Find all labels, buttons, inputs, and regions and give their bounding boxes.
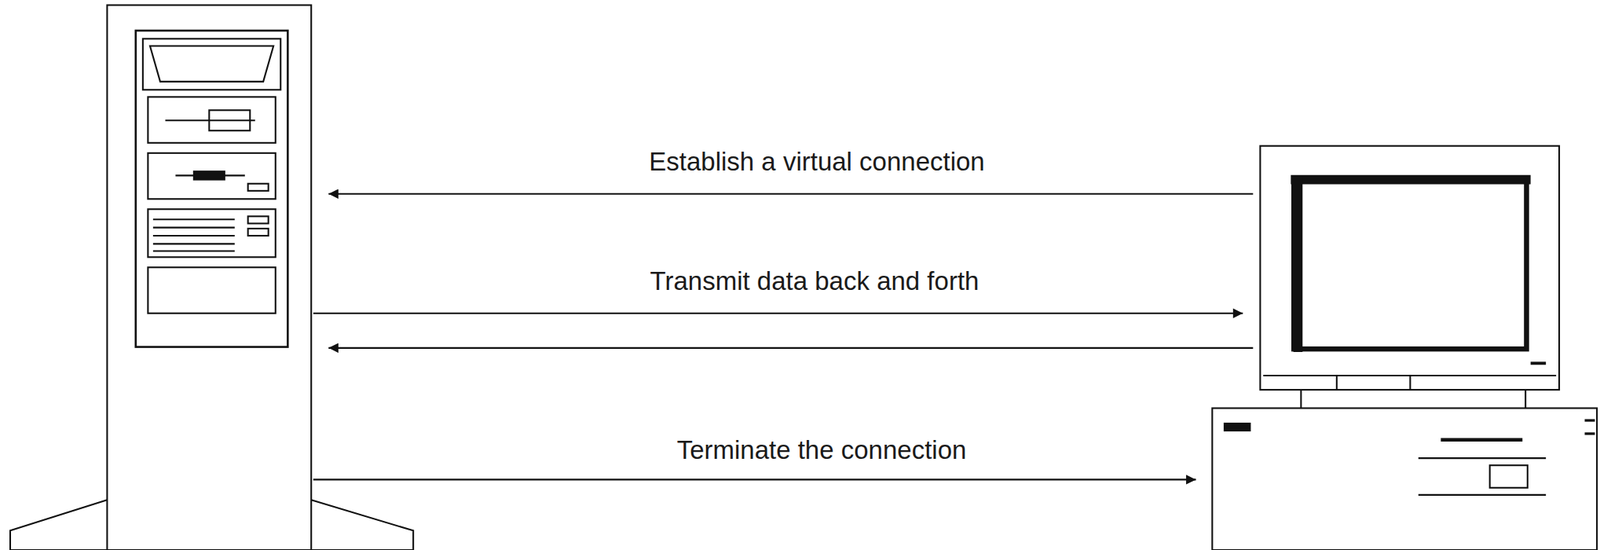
- arrows: [313, 194, 1253, 480]
- arrow-label: Terminate the connection: [677, 435, 967, 465]
- desktop-computer: [1211, 146, 1597, 550]
- arrow-label: Establish a virtual connection: [648, 147, 985, 176]
- arrow-left: [328, 193, 1253, 195]
- arrow-label: Transmit data back and forth: [650, 267, 980, 296]
- arrow-left: [328, 347, 1253, 349]
- arrow-right: [313, 478, 1197, 480]
- arrow-right: [313, 312, 1243, 315]
- server-tower: [10, 4, 414, 550]
